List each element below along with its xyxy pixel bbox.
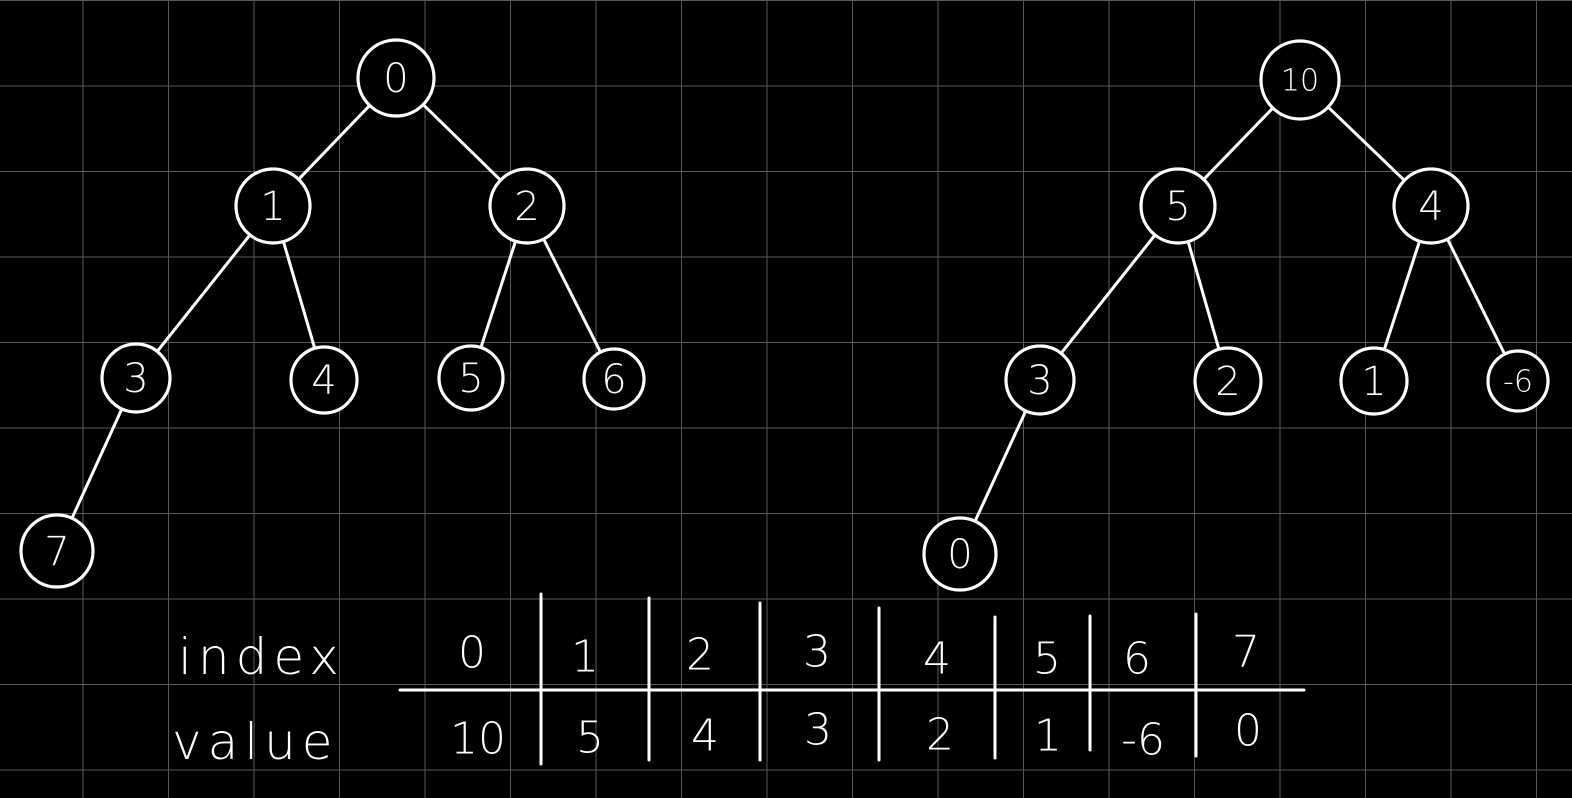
index-cell: 2 bbox=[686, 630, 714, 681]
right-tree-edge bbox=[1445, 237, 1507, 356]
value-cell: -6 bbox=[1121, 715, 1165, 766]
left-tree-node: 2 bbox=[488, 167, 566, 245]
node-circle bbox=[1193, 346, 1263, 416]
node-circle bbox=[582, 347, 646, 411]
node-label: 1 bbox=[260, 184, 285, 230]
index-cell: 1 bbox=[571, 632, 599, 683]
node-label: 4 bbox=[311, 358, 336, 404]
node-circle bbox=[1486, 349, 1550, 413]
node-circle bbox=[922, 516, 998, 592]
index-cell: 4 bbox=[923, 634, 951, 685]
node-label: 4 bbox=[1418, 184, 1443, 230]
right-tree-edge bbox=[1326, 105, 1406, 182]
left-tree-node: 5 bbox=[437, 344, 505, 412]
left-tree-node: 4 bbox=[289, 345, 359, 415]
node-label: 3 bbox=[1027, 358, 1052, 404]
value-cell: 2 bbox=[926, 710, 954, 761]
right-tree-node: 2 bbox=[1193, 346, 1263, 416]
node-circle bbox=[1339, 346, 1409, 416]
node-label: 2 bbox=[1215, 359, 1240, 405]
node-circle bbox=[234, 167, 312, 245]
node-label: 2 bbox=[514, 184, 539, 230]
index-cell: 6 bbox=[1123, 634, 1151, 685]
right-tree-node: 3 bbox=[1004, 344, 1076, 416]
left-tree: 0 1 2 3 4 5 6 7 bbox=[19, 38, 646, 589]
right-tree-edge bbox=[1059, 233, 1157, 355]
right-tree: 10 5 4 3 2 1 -6 0 bbox=[922, 39, 1550, 592]
value-cell: 5 bbox=[576, 713, 604, 764]
node-label: 0 bbox=[383, 56, 408, 102]
node-label: 5 bbox=[1165, 184, 1190, 230]
node-circle bbox=[1392, 167, 1470, 245]
value-cell: 4 bbox=[691, 711, 719, 762]
index-cell: 3 bbox=[803, 627, 831, 678]
node-circle bbox=[1004, 344, 1076, 416]
node-label: 10 bbox=[1281, 64, 1319, 99]
left-tree-edge bbox=[155, 233, 252, 353]
value-cell: 3 bbox=[804, 705, 832, 756]
node-circle bbox=[488, 167, 566, 245]
node-circle bbox=[1259, 39, 1341, 121]
node-circle bbox=[437, 344, 505, 412]
node-circle bbox=[356, 38, 436, 118]
left-tree-edge bbox=[479, 239, 518, 350]
node-label: 1 bbox=[1361, 359, 1386, 405]
node-label: 5 bbox=[458, 356, 483, 402]
node-circle bbox=[289, 345, 359, 415]
value-row-label: value bbox=[172, 713, 339, 771]
node-label: 7 bbox=[44, 529, 69, 575]
index-row-label: index bbox=[178, 628, 345, 686]
left-tree-node: 3 bbox=[100, 342, 172, 414]
node-label: -6 bbox=[1503, 365, 1533, 400]
right-tree-node: -6 bbox=[1486, 349, 1550, 413]
right-tree-edge bbox=[1202, 106, 1275, 181]
right-tree-node: 4 bbox=[1392, 167, 1470, 245]
node-label: 3 bbox=[123, 356, 148, 402]
index-value-table: index value 0 1 2 3 4 5 6 7 10 5 4 3 2 1 -6 0 bbox=[172, 592, 1306, 771]
value-cell: 10 bbox=[450, 714, 506, 765]
right-tree-edge bbox=[1186, 240, 1221, 351]
left-tree-node: 7 bbox=[19, 513, 95, 589]
left-tree-node: 6 bbox=[582, 347, 646, 411]
right-tree-node: 0 bbox=[922, 516, 998, 592]
node-label: 6 bbox=[601, 357, 626, 403]
index-cell: 0 bbox=[458, 628, 486, 679]
left-tree-edge bbox=[70, 407, 124, 520]
left-tree-edge bbox=[281, 240, 317, 350]
right-tree-edge bbox=[1382, 239, 1422, 352]
left-tree-node: 0 bbox=[356, 38, 436, 118]
right-tree-node: 10 bbox=[1259, 39, 1341, 121]
node-circle bbox=[19, 513, 95, 589]
left-tree-edge bbox=[297, 103, 372, 181]
node-circle bbox=[1139, 167, 1217, 245]
index-cell: 7 bbox=[1232, 627, 1260, 678]
left-tree-edge bbox=[542, 237, 603, 354]
left-tree-node: 1 bbox=[234, 167, 312, 245]
value-cell: 1 bbox=[1034, 711, 1062, 762]
right-tree-node: 5 bbox=[1139, 167, 1217, 245]
index-cell: 5 bbox=[1033, 634, 1061, 685]
value-cell: 0 bbox=[1234, 706, 1262, 757]
right-tree-edge bbox=[973, 409, 1028, 523]
node-label: 0 bbox=[947, 532, 972, 578]
right-tree-node: 1 bbox=[1339, 346, 1409, 416]
node-circle bbox=[100, 342, 172, 414]
left-tree-edge bbox=[421, 103, 503, 182]
